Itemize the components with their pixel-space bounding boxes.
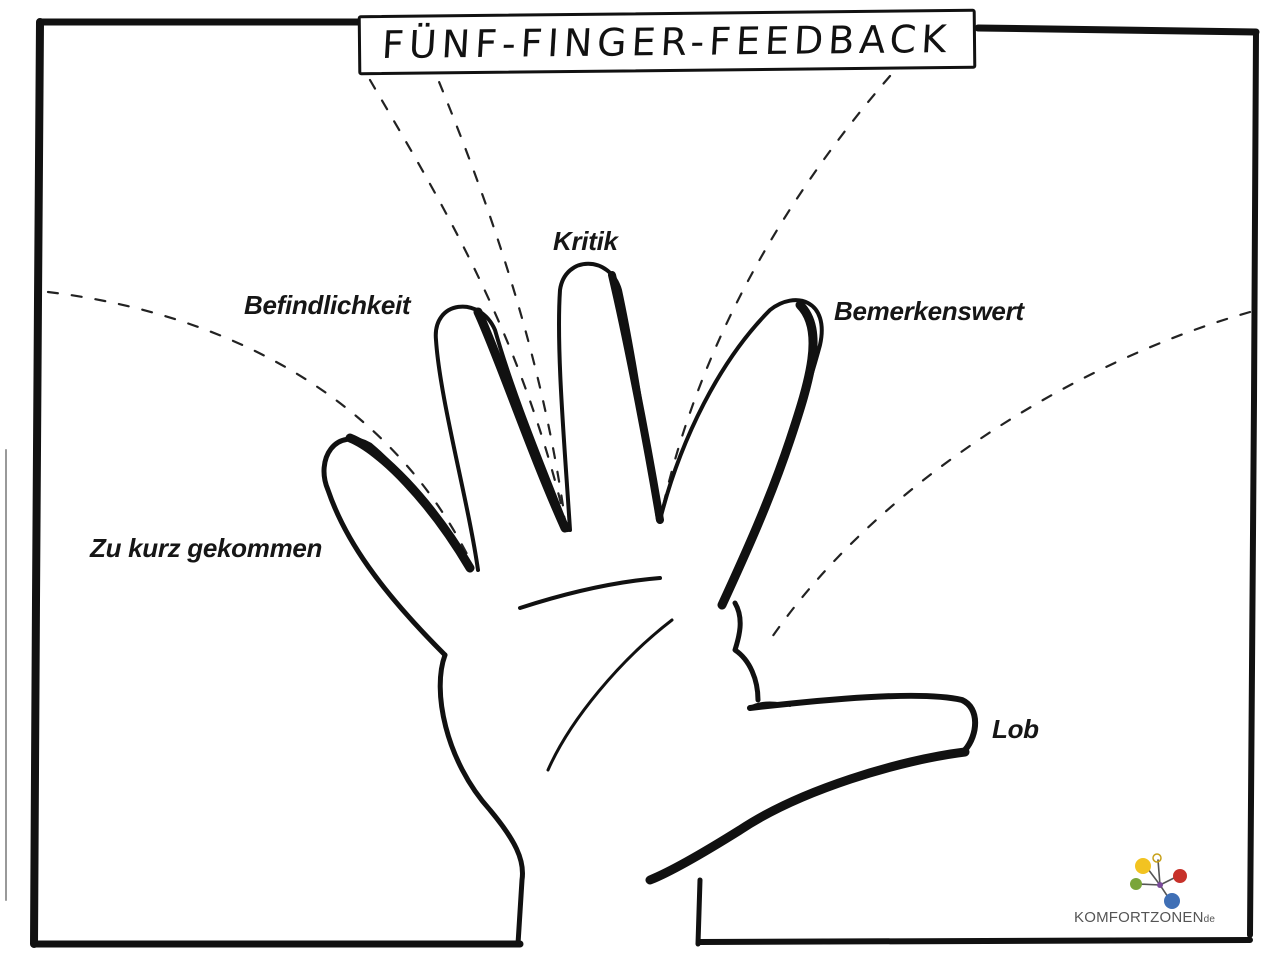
wrist-right — [698, 880, 700, 944]
palm-left-edge — [440, 655, 522, 944]
logo-dot-yellow — [1135, 858, 1151, 874]
logo-dot-green — [1130, 878, 1142, 890]
label-befindlichkeit: Befindlichkeit — [244, 290, 410, 321]
logo-dot-blue — [1164, 893, 1180, 909]
guide-middle — [430, 60, 565, 520]
pinky-bottom — [650, 752, 965, 880]
label-zu-kurz-gekommen: Zu kurz gekommen — [90, 533, 322, 564]
label-kritik: Kritik — [553, 226, 618, 257]
logo-dot-red — [1173, 869, 1187, 883]
frame-top-right — [978, 28, 1256, 32]
logo-dot-small — [1153, 854, 1161, 862]
palm-line-2 — [548, 620, 672, 770]
page-title: FÜNF-FINGER-FEEDBACK — [381, 17, 953, 67]
hand-outline — [324, 264, 975, 944]
frame-right — [1250, 32, 1256, 935]
logo-name: KOMFORTZONEN — [1074, 909, 1204, 926]
thumb-shade — [350, 438, 470, 568]
index-outline — [436, 307, 568, 570]
frame-left — [34, 22, 40, 944]
middle-outline — [559, 264, 658, 530]
title-box: FÜNF-FINGER-FEEDBACK — [358, 9, 977, 75]
label-bemerkenswert: Bemerkenswert — [834, 296, 1024, 327]
logo-wordmark: KOMFORTZONENde — [1074, 909, 1215, 926]
logo-suffix: de — [1204, 914, 1216, 925]
pinky-base — [735, 603, 758, 700]
frame — [6, 22, 1256, 944]
logo-dot-purple — [1157, 882, 1163, 888]
palm-line-1 — [520, 578, 660, 608]
guide-thumb — [48, 292, 470, 560]
logo-mark — [1130, 854, 1187, 909]
frame-bottom-right — [700, 940, 1250, 942]
index-shade — [478, 312, 565, 528]
logo-spoke — [1158, 860, 1160, 885]
label-lob: Lob — [992, 714, 1039, 745]
guide-pinky — [770, 312, 1250, 640]
middle-shade — [612, 275, 660, 520]
